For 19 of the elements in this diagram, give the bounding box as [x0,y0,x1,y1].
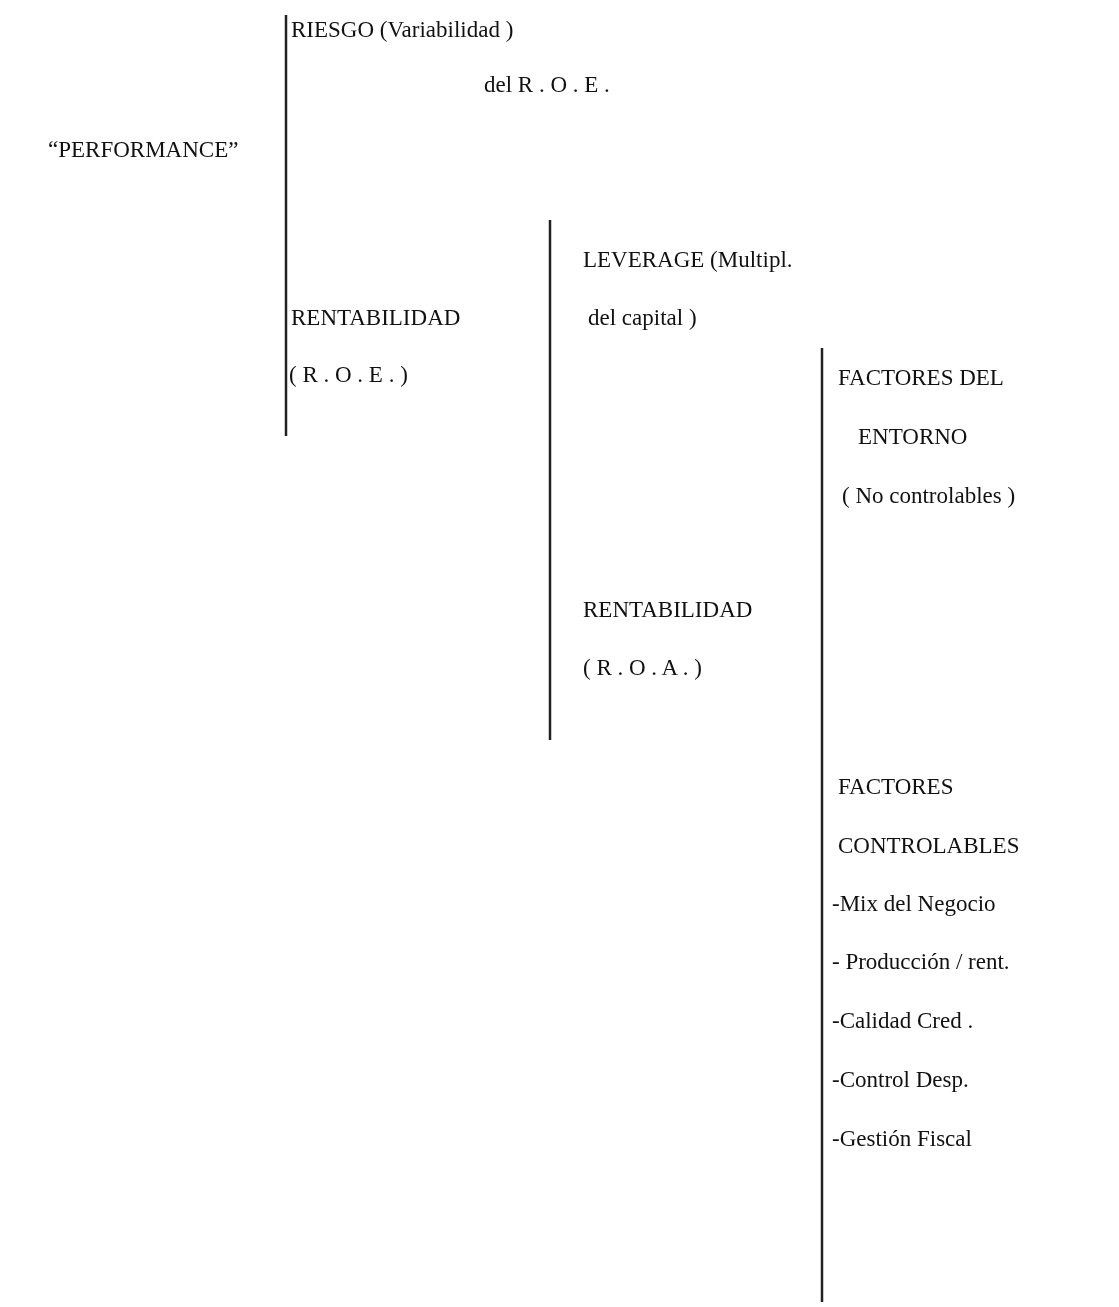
tree-label: LEVERAGE (Multipl. [583,246,793,274]
tree-label: - Producción / rent. [832,948,1010,976]
tree-label: RIESGO (Variabilidad ) [291,16,514,44]
tree-label: FACTORES DEL [838,364,1004,392]
tree-label: -Calidad Cred . [832,1007,974,1035]
tree-label: ( No controlables ) [842,482,1016,510]
tree-label: ( R . O . A . ) [583,654,702,682]
tree-label: FACTORES [838,773,954,801]
tree-label: -Mix del Negocio [832,890,996,918]
tree-label: del capital ) [588,304,697,332]
tree-label: del R . O . E . [484,71,610,99]
tree-label: “PERFORMANCE” [48,136,239,164]
tree-label: RENTABILIDAD [583,596,753,624]
tree-label: ( R . O . E . ) [289,361,408,389]
tree-label: -Control Desp. [832,1066,969,1094]
tree-label: ENTORNO [858,423,968,451]
tree-label: RENTABILIDAD [291,304,461,332]
tree-label: CONTROLABLES [838,832,1020,860]
tree-label: -Gestión Fiscal [832,1125,972,1153]
